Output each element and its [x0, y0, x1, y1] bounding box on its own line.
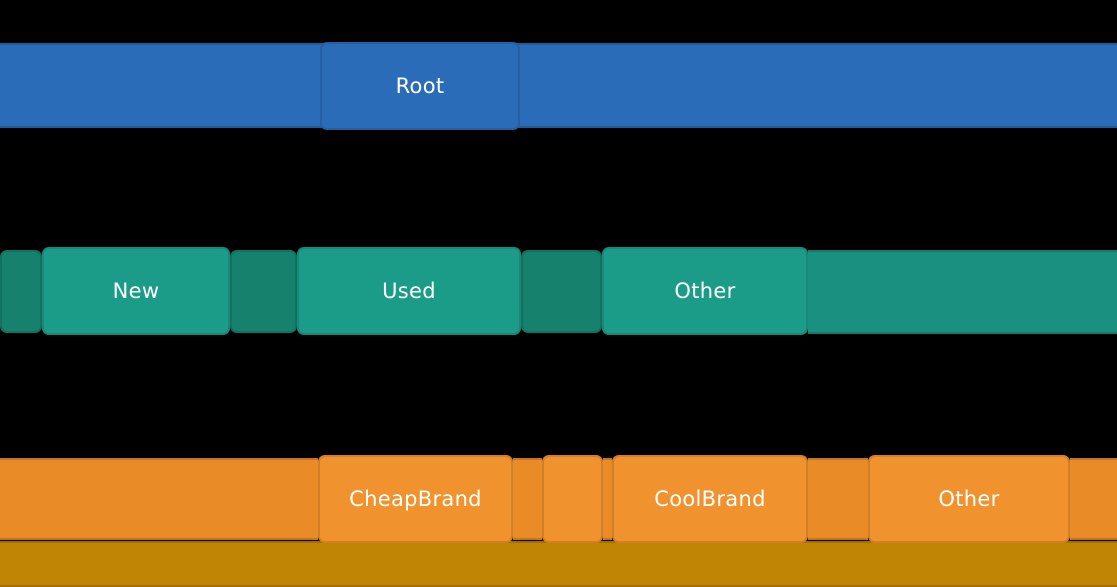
icicle-node-used[interactable]: Used: [297, 247, 521, 335]
icicle-band-segment-condition-0[interactable]: [808, 250, 1117, 334]
icicle-node-new[interactable]: New: [42, 247, 230, 335]
icicle-band-segment-brand-2[interactable]: [603, 458, 612, 540]
icicle-node-other[interactable]: Other: [868, 455, 1070, 543]
icicle-band-segment-brand-3[interactable]: [808, 458, 868, 540]
icicle-band-segment-brand-4[interactable]: [1070, 458, 1117, 540]
icicle-node-label: New: [112, 278, 160, 303]
icicle-node-cheapbrand[interactable]: CheapBrand: [318, 455, 513, 543]
icicle-band-segment-leaf-strip-0[interactable]: [0, 541, 1117, 587]
icicle-node-coolbrand[interactable]: CoolBrand: [612, 455, 808, 543]
icicle-node-label: CoolBrand: [654, 486, 766, 511]
icicle-node-label: Used: [382, 278, 436, 303]
icicle-node-unlabeled[interactable]: [542, 455, 603, 543]
icicle-band-segment-root-0[interactable]: [0, 43, 1117, 128]
icicle-node-unlabeled[interactable]: [0, 250, 42, 333]
icicle-node-label: Other: [938, 486, 1000, 511]
icicle-band-segment-brand-0[interactable]: [0, 458, 318, 540]
icicle-node-label: Root: [395, 73, 445, 98]
icicle-node-other[interactable]: Other: [602, 247, 808, 335]
icicle-node-label: CheapBrand: [349, 486, 482, 511]
icicle-node-root[interactable]: Root: [320, 42, 520, 130]
icicle-node-unlabeled[interactable]: [521, 250, 602, 333]
icicle-node-unlabeled[interactable]: [230, 250, 297, 333]
icicle-node-label: Other: [674, 278, 736, 303]
icicle-band-segment-brand-1[interactable]: [513, 458, 542, 540]
